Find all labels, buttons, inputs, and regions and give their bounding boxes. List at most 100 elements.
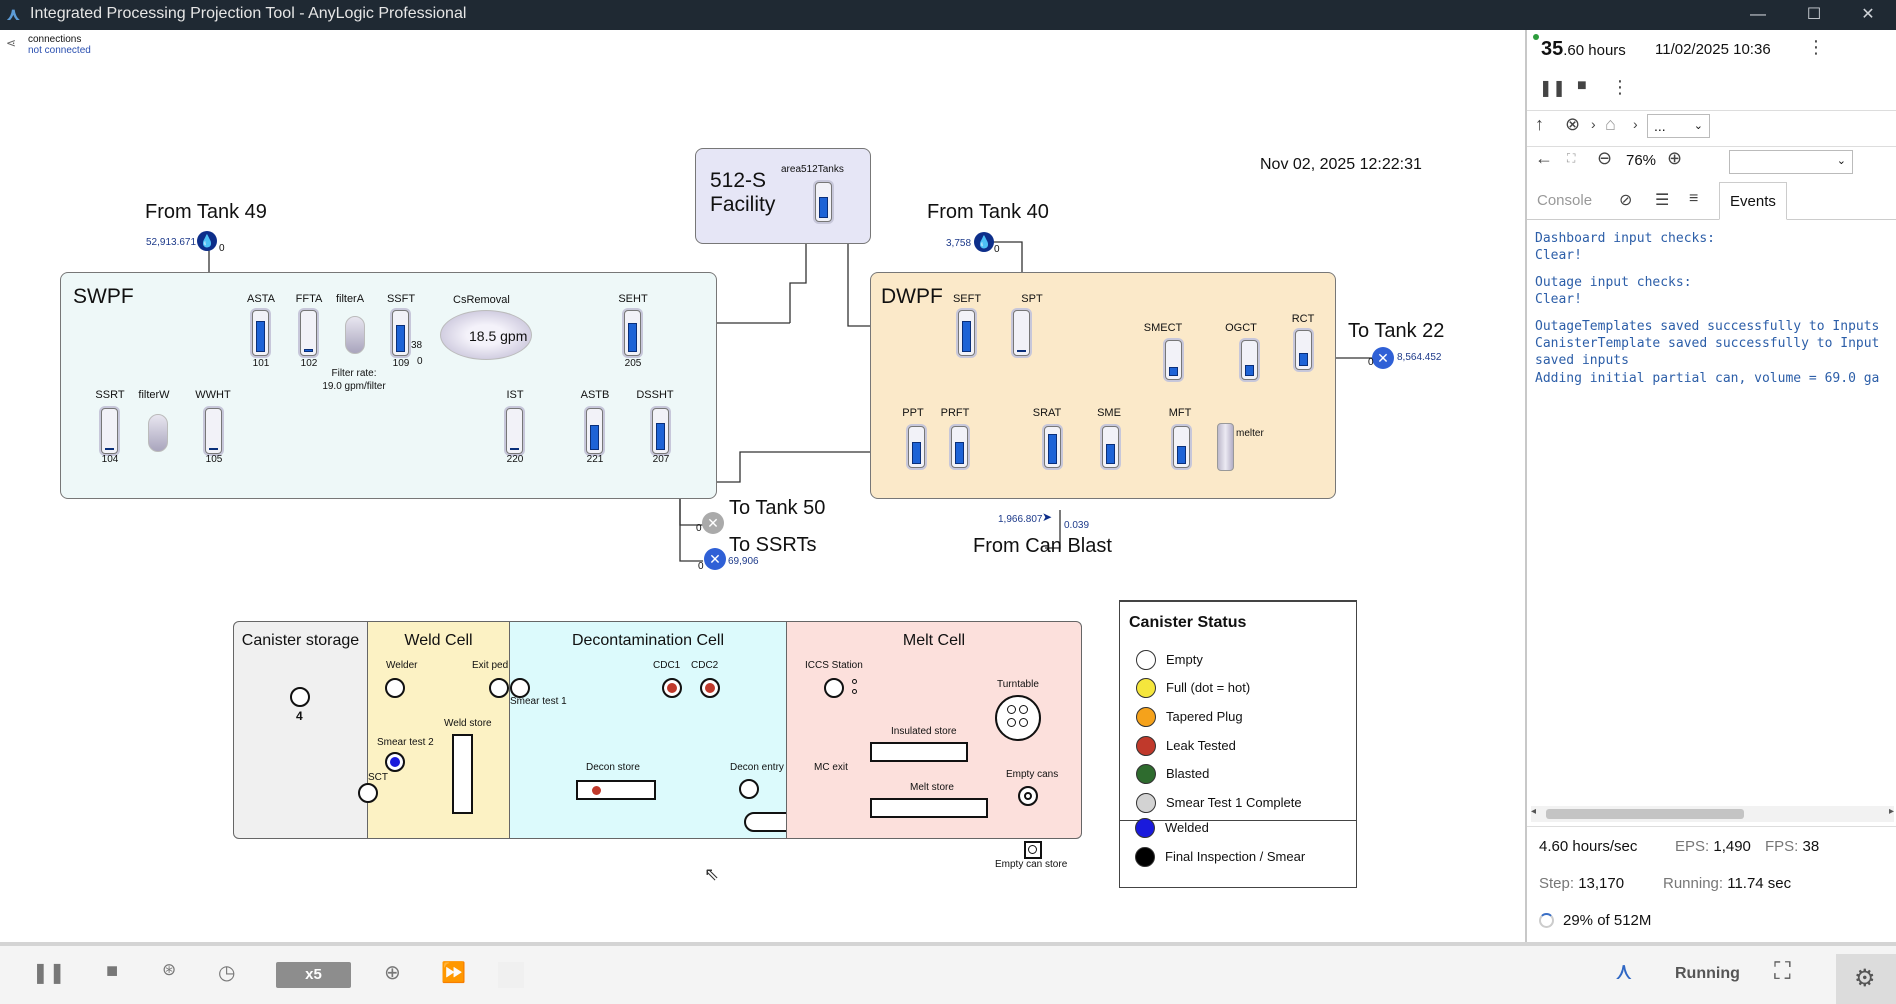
melt-store[interactable] (870, 798, 988, 818)
breadcrumb-dropdown[interactable]: ... ⌄ (1647, 114, 1710, 138)
decon-store[interactable] (576, 780, 656, 800)
slow-down-icon[interactable]: ◷ (218, 962, 236, 984)
pause-icon[interactable]: ❚❚ (32, 962, 66, 984)
turntable[interactable] (995, 695, 1041, 741)
stop-icon[interactable]: ■ (1577, 77, 1587, 94)
maximize-button[interactable]: ☐ (1806, 6, 1822, 23)
tank-dssht[interactable] (652, 408, 669, 454)
tank-ist[interactable] (506, 408, 523, 454)
smear-test-2-canister-welded[interactable] (385, 752, 405, 772)
storage-canister[interactable] (290, 687, 310, 707)
scroll-lock-icon[interactable]: ☰ (1655, 192, 1670, 209)
speed-multiplier-button[interactable]: x5 (276, 962, 351, 988)
melt-cell[interactable]: Melt Cell ICCS Station Turntable Insulat… (786, 621, 1082, 839)
close-button[interactable]: ✕ (1861, 6, 1875, 23)
exit-ped-position[interactable] (489, 678, 509, 698)
tank-srat-label: SRAT (1032, 407, 1062, 419)
tab-events[interactable]: Events (1719, 182, 1787, 220)
settings-button[interactable]: ⚙ (1836, 954, 1896, 1004)
storage-canister-count: 4 (296, 709, 303, 723)
tank-srat[interactable] (1044, 426, 1061, 468)
tank-asta[interactable] (252, 310, 269, 356)
minimize-button[interactable]: — (1750, 6, 1766, 23)
zoom-in-icon[interactable]: ⊕ (1667, 148, 1683, 168)
model-time-hours-int: 35 (1541, 38, 1564, 60)
cs-removal-unit[interactable]: 18.5 gpm (440, 310, 532, 360)
from-tank-49-source-icon[interactable]: 💧 (197, 231, 217, 251)
bottom-toolbar: ❚❚ ■ ⊛ ◷ x5 ⊕ ⏩ ⋏ Running ⛶ ⚙ (0, 942, 1896, 1004)
from-can-blast-source-icon[interactable]: ➤ (1042, 510, 1053, 524)
tank-ssrt[interactable] (101, 408, 118, 454)
tank-seft[interactable] (958, 310, 975, 356)
weld-store[interactable] (452, 734, 473, 814)
tank-area512[interactable] (815, 182, 832, 222)
empty-cans-position[interactable] (1018, 786, 1038, 806)
weld-cell[interactable]: Weld Cell Welder Exit ped Smear test 2 W… (358, 621, 510, 839)
tank-ffta[interactable] (300, 310, 317, 356)
tank-spt-label: SPT (1021, 293, 1043, 305)
welder-position[interactable] (385, 678, 405, 698)
scrollbar-thumb[interactable] (1546, 809, 1744, 819)
tank-astb[interactable] (586, 408, 603, 454)
cdc1-canister-leak-tested[interactable] (662, 678, 682, 698)
tank-sme[interactable] (1102, 426, 1119, 468)
legend-swatch-blasted (1136, 764, 1156, 784)
tab-console[interactable]: Console (1537, 192, 1593, 209)
realtime-speed-icon[interactable]: ⊛ (162, 960, 177, 979)
up-arrow-icon[interactable]: ↑ (1535, 114, 1544, 134)
pause-icon[interactable]: ❚❚ (1539, 80, 1566, 97)
model-canvas[interactable]: ⋖ connections not connected Nov 02, 2025… (0, 30, 1525, 942)
tank-mft[interactable] (1173, 426, 1190, 468)
tank-seht[interactable] (624, 310, 641, 356)
console-horizontal-scrollbar[interactable]: ◂ ▸ (1531, 806, 1894, 822)
word-wrap-icon[interactable]: ≡ (1689, 190, 1699, 207)
cancel-circle-icon[interactable]: ⊗ (1565, 114, 1581, 134)
facility-swpf[interactable]: SWPF (60, 272, 717, 499)
from-tank-40-source-icon[interactable]: 💧 (974, 232, 994, 252)
tank-rct[interactable] (1295, 330, 1312, 370)
turntable-slot-icon (1007, 718, 1016, 727)
facility-512s[interactable]: 512-S Facility area512Tanks (695, 148, 871, 244)
tank-mft-label: MFT (1168, 407, 1192, 419)
clear-console-icon[interactable]: ⊘ (1619, 192, 1633, 209)
scroll-left-icon[interactable]: ◂ (1531, 806, 1537, 817)
back-arrow-icon[interactable]: ← (1535, 148, 1553, 168)
zoom-out-icon[interactable]: ⊖ (1597, 148, 1613, 168)
canister-storage-cell[interactable]: Canister storage 4 (233, 621, 368, 839)
filter-a[interactable] (345, 316, 365, 354)
iccs-station-position[interactable] (824, 678, 844, 698)
more-menu-icon[interactable]: ⋮ (1807, 37, 1825, 57)
fast-forward-icon[interactable]: ⏩ (441, 962, 466, 984)
to-tank-50-sink-icon[interactable]: ✕ (702, 512, 724, 534)
decon-entry-position[interactable] (739, 779, 759, 799)
tank-prft[interactable] (951, 426, 968, 468)
zoom-reset-icon[interactable]: ⛶ (1567, 151, 1576, 165)
developer-panel[interactable]: 35.60 hours 11/02/2025 10:36 ⋮ ❚❚ ■ ⋮ ↑ … (1525, 30, 1896, 942)
legend-label: Smear Test 1 Complete (1166, 795, 1302, 810)
tank-ogct[interactable] (1241, 340, 1258, 380)
tank-ssft[interactable] (392, 310, 409, 356)
filter-w[interactable] (148, 414, 168, 452)
sct-position[interactable] (358, 783, 378, 803)
home-icon[interactable]: ⌂ (1605, 114, 1616, 134)
step-value: 13,170 (1578, 875, 1625, 892)
melter-unit[interactable] (1217, 423, 1234, 471)
tank-spt[interactable] (1013, 310, 1030, 356)
fullscreen-icon[interactable]: ⛶ (1774, 958, 1791, 985)
decontamination-cell[interactable]: Decontamination Cell Smear test 1 CDC1 C… (509, 621, 787, 839)
empty-can-icon (1028, 845, 1037, 854)
stop-icon[interactable]: ■ (106, 960, 119, 982)
more-controls-icon[interactable]: ⋮ (1611, 77, 1629, 97)
to-tank-22-sink-icon[interactable]: ✕ (1372, 347, 1394, 369)
insulated-store[interactable] (870, 742, 968, 762)
tank-wwht[interactable] (205, 408, 222, 454)
to-ssrts-sink-icon[interactable]: ✕ (704, 548, 726, 570)
scroll-right-icon[interactable]: ▸ (1888, 806, 1894, 817)
speed-up-icon[interactable]: ⊕ (384, 962, 401, 984)
tank-ppt[interactable] (908, 426, 925, 468)
cdc2-canister-leak-tested[interactable] (700, 678, 720, 698)
tank-smect[interactable] (1165, 340, 1182, 380)
view-area-dropdown[interactable]: ⌄ (1729, 150, 1853, 174)
empty-can-store[interactable] (1024, 841, 1042, 859)
smear-test-1-position[interactable] (510, 678, 530, 698)
